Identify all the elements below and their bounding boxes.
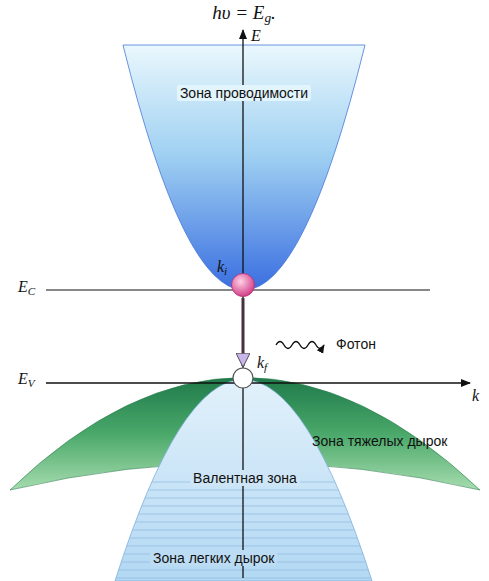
band-label: Зона тяжелых дырок xyxy=(312,433,447,449)
band-label: ki xyxy=(217,258,227,276)
diagram-label: EV xyxy=(18,370,35,388)
band-label: kf xyxy=(257,354,267,372)
light-hole-band: Валентная зонаЗона легких дырок xyxy=(110,378,380,581)
electron-dot-outline xyxy=(231,273,255,297)
conduction-band-outline xyxy=(118,45,370,295)
diagram-label: E xyxy=(251,27,261,45)
diagram-label: hυ = Eg. xyxy=(212,2,276,24)
band-label: Зона проводимости xyxy=(177,85,311,101)
band-label: Валентная зона xyxy=(190,470,300,486)
hole-dot: kf xyxy=(232,367,254,389)
transition-arrow xyxy=(242,298,245,366)
conduction-band: Зона проводимости xyxy=(118,45,370,295)
diagram-label: Фотон xyxy=(336,336,376,352)
photon-wave xyxy=(276,342,324,349)
band-label: Зона легких дырок xyxy=(150,550,277,566)
electron-dot: ki xyxy=(231,273,255,297)
hole-dot-outline xyxy=(232,367,254,389)
diagram-label: k xyxy=(472,387,479,405)
diagram-label: EC xyxy=(18,278,35,296)
